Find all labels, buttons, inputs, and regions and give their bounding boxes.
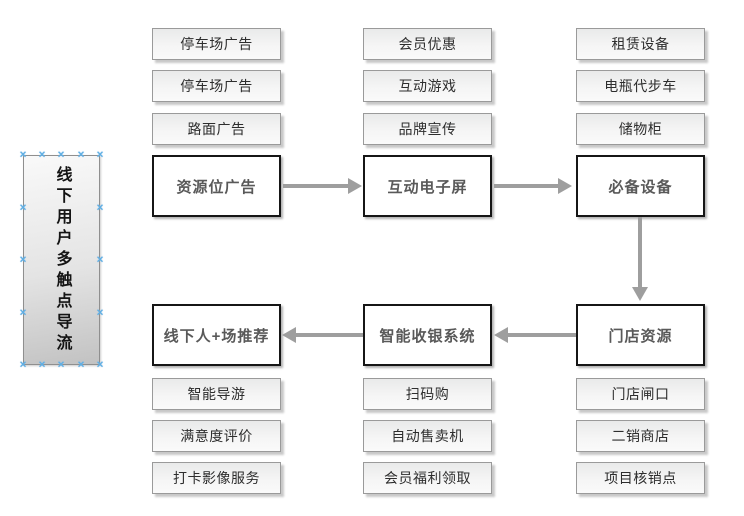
- connection-point-icon[interactable]: ✕: [19, 359, 27, 370]
- arrow-line: [508, 333, 576, 337]
- arrow-down-icon: [632, 287, 648, 301]
- connection-point-icon[interactable]: ✕: [19, 149, 27, 160]
- node-label: 租赁设备: [611, 36, 670, 52]
- connection-point-icon[interactable]: ✕: [96, 307, 104, 318]
- node-project-redemption-point[interactable]: 项目核销点: [576, 462, 705, 494]
- connection-point-icon[interactable]: ✕: [77, 149, 85, 160]
- connection-point-icon[interactable]: ✕: [19, 202, 27, 213]
- node-storage-locker[interactable]: 储物柜: [576, 113, 705, 145]
- connection-point-icon[interactable]: ✕: [57, 359, 65, 370]
- node-offline-multi-touchpoint-source[interactable]: 线下用户多触点导流: [23, 155, 100, 365]
- node-resource-slot-ad[interactable]: 资源位广告: [152, 155, 281, 217]
- node-label: 线下人+场推荐: [163, 327, 270, 345]
- node-label: 资源位广告: [176, 178, 257, 196]
- node-label: 智能收银系统: [379, 327, 476, 345]
- arrow-right-icon: [558, 178, 572, 194]
- node-smart-cashier-system[interactable]: 智能收银系统: [363, 304, 492, 366]
- node-interactive-game[interactable]: 互动游戏: [363, 70, 492, 102]
- arrow-line: [638, 217, 642, 288]
- connection-point-icon[interactable]: ✕: [19, 254, 27, 265]
- connection-point-icon[interactable]: ✕: [57, 149, 65, 160]
- arrow-left-icon: [494, 327, 508, 343]
- node-label: 互动电子屏: [387, 178, 468, 196]
- node-label: 门店闸口: [611, 386, 670, 402]
- arrow-line: [296, 333, 363, 337]
- node-smart-tour-guide[interactable]: 智能导游: [152, 378, 281, 410]
- node-member-benefit-claim[interactable]: 会员福利领取: [363, 462, 492, 494]
- node-label: 智能导游: [187, 386, 246, 402]
- node-label: 门店资源: [608, 327, 673, 345]
- connection-point-icon[interactable]: ✕: [96, 202, 104, 213]
- connection-point-icon[interactable]: ✕: [96, 149, 104, 160]
- node-label: 路面广告: [187, 121, 246, 137]
- node-label: 停车场广告: [180, 36, 253, 52]
- node-label: 品牌宣传: [398, 121, 457, 137]
- node-satisfaction-rating[interactable]: 满意度评价: [152, 420, 281, 452]
- node-interactive-e-screen[interactable]: 互动电子屏: [363, 155, 492, 217]
- node-parking-lot-ad-2[interactable]: 停车场广告: [152, 70, 281, 102]
- node-label: 打卡影像服务: [173, 470, 260, 486]
- connection-point-icon[interactable]: ✕: [38, 359, 46, 370]
- node-store-gate[interactable]: 门店闸口: [576, 378, 705, 410]
- connection-point-icon[interactable]: ✕: [96, 359, 104, 370]
- connection-point-icon[interactable]: ✕: [96, 254, 104, 265]
- node-label: 会员优惠: [398, 36, 457, 52]
- node-label: 储物柜: [618, 121, 663, 137]
- node-essential-equipment[interactable]: 必备设备: [576, 155, 705, 217]
- node-label: 二销商店: [611, 428, 670, 444]
- node-label: 自动售卖机: [391, 428, 464, 444]
- node-road-surface-ad[interactable]: 路面广告: [152, 113, 281, 145]
- node-label: 项目核销点: [604, 470, 677, 486]
- node-brand-promotion[interactable]: 品牌宣传: [363, 113, 492, 145]
- connection-point-icon[interactable]: ✕: [38, 149, 46, 160]
- arrow-left-icon: [282, 327, 296, 343]
- node-label: 电瓶代步车: [604, 78, 677, 94]
- node-parking-lot-ad-1[interactable]: 停车场广告: [152, 28, 281, 60]
- connection-point-icon[interactable]: ✕: [19, 307, 27, 318]
- node-label: 互动游戏: [398, 78, 457, 94]
- node-vending-machine[interactable]: 自动售卖机: [363, 420, 492, 452]
- arrow-line: [494, 184, 559, 188]
- arrow-right-icon: [348, 178, 362, 194]
- node-offline-people-venue-recommendation[interactable]: 线下人+场推荐: [152, 304, 281, 366]
- connection-point-icon[interactable]: ✕: [77, 359, 85, 370]
- node-label: 线下用户多触点导流: [53, 165, 71, 355]
- node-label: 扫码购: [405, 386, 450, 402]
- arrow-line: [283, 184, 349, 188]
- node-secondary-sales-shop[interactable]: 二销商店: [576, 420, 705, 452]
- node-label: 停车场广告: [180, 78, 253, 94]
- node-rental-equipment[interactable]: 租赁设备: [576, 28, 705, 60]
- node-label: 必备设备: [608, 178, 673, 196]
- node-label: 会员福利领取: [384, 470, 471, 486]
- node-electric-scooter[interactable]: 电瓶代步车: [576, 70, 705, 102]
- node-checkin-photo-service[interactable]: 打卡影像服务: [152, 462, 281, 494]
- node-label: 满意度评价: [180, 428, 253, 444]
- node-store-resources[interactable]: 门店资源: [576, 304, 705, 366]
- node-member-discount[interactable]: 会员优惠: [363, 28, 492, 60]
- node-scan-to-buy[interactable]: 扫码购: [363, 378, 492, 410]
